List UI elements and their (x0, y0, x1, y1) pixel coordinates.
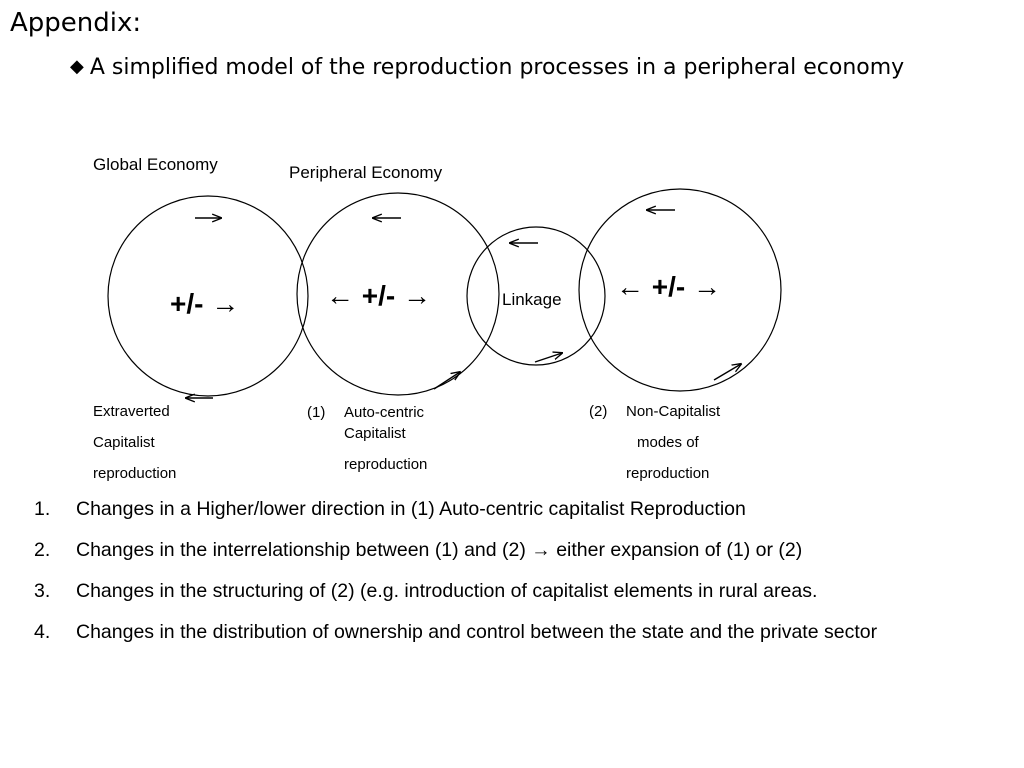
reproduction-diagram (107, 188, 782, 500)
diamond-bullet-icon: ◆ (70, 56, 84, 77)
arrow-up-right-icon (433, 372, 460, 390)
subtitle-text: A simplified model of the reproduction p… (89, 55, 905, 80)
changes-list: 1. Changes in a Higher/lower direction in… (34, 498, 877, 662)
list-item-text: Changes in the distribution of ownership… (76, 621, 878, 643)
list-item: 2. Changes in the interrelationship betwe… (34, 539, 877, 580)
list-item-number: 3. (34, 580, 51, 602)
page-title: Appendix: (10, 8, 142, 38)
caption-auto-centric-line1: Auto-centric (344, 404, 425, 421)
list-item-number: 2. (34, 539, 51, 561)
global-economy-circle (107, 195, 309, 397)
peripheral-economy-label: Peripheral Economy (289, 163, 443, 182)
auto-centric-circle (296, 192, 500, 396)
non-capitalist-circle (578, 188, 782, 392)
caption-non-capitalist-line2: modes of (637, 434, 699, 451)
list-item-text: Changes in a Higher/lower direction in (… (76, 498, 746, 520)
linkage-circle (466, 226, 606, 366)
list-item: 1. Changes in a Higher/lower direction in… (34, 498, 877, 539)
arrow-up-right-icon (534, 353, 562, 363)
list-item-text: Changes in the interrelationship between… (76, 539, 803, 561)
caption-auto-centric-number: (1) (307, 404, 326, 421)
linkage-label: Linkage (502, 290, 562, 309)
global-economy-label: Global Economy (93, 155, 218, 174)
list-item-text: Changes in the structuring of (2) (e.g. … (76, 580, 818, 602)
caption-extraverted-line2: Capitalist (93, 434, 155, 451)
caption-extraverted-line1: Extraverted (93, 403, 170, 420)
caption-auto-centric-line2: Capitalist (344, 425, 406, 442)
global-sign: +/- → (170, 288, 240, 319)
caption-non-capitalist-line1: Non-Capitalist (626, 403, 721, 420)
caption-auto-centric-line3: reproduction (344, 456, 428, 473)
arrow-up-right-icon (713, 364, 741, 381)
list-item-number: 4. (34, 621, 51, 643)
non-capitalist-sign: ← +/- → (616, 271, 722, 302)
list-item: 3. Changes in the structuring of (2) (e.g… (34, 580, 877, 621)
list-item-number: 1. (34, 498, 51, 520)
page-subtitle: ◆A simplified model of the reproduction … (70, 55, 904, 80)
caption-extraverted-line3: reproduction (93, 465, 177, 482)
list-item: 4. Changes in the distribution of ownersh… (34, 621, 877, 662)
caption-non-capitalist-line3: reproduction (626, 465, 710, 482)
auto-centric-sign: ← +/- → (326, 280, 432, 311)
caption-non-capitalist-number: (2) (589, 403, 608, 420)
